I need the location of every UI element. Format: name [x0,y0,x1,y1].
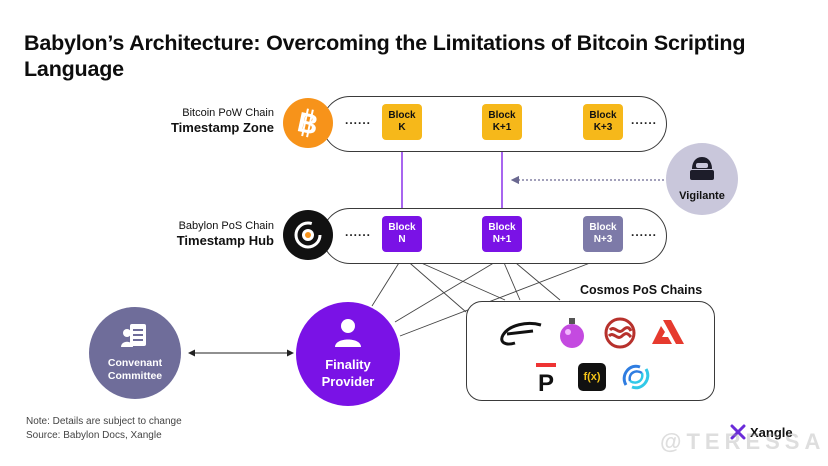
bitcoin-icon: B [283,98,333,148]
cosmos-chains-box: P f(x) [466,301,715,401]
svg-text:P: P [538,370,554,392]
p-logo: P [529,360,563,394]
xangle-logo: Xangle [730,424,793,440]
btc-dots-right: ...... [631,113,658,127]
babylon-dots-left: ...... [345,225,372,239]
potion-logo [555,316,589,350]
xangle-x-icon [730,424,746,440]
cosmos-title: Cosmos PoS Chains [580,283,703,297]
sei-logo [603,316,637,350]
akash-logo [651,316,685,350]
finality-provider-node: Finality Provider [296,302,400,406]
babylon-dots-right: ...... [631,225,658,239]
finality-label: Finality Provider [321,357,375,389]
person-icon [335,319,361,347]
vigilante-label: Vigilante [679,190,725,202]
hacker-icon [690,157,714,180]
author-watermark: @TERESSA [660,429,820,454]
btc-zone-label: Timestamp Zone [170,120,274,135]
convenant-committee-node: Convenant Committee [89,307,181,399]
convenant-label: Convenant Committee [107,357,163,382]
note-text: Note: Details are subject to change [26,416,182,427]
babylon-icon [283,210,333,260]
btc-dots-left: ...... [345,113,372,127]
injective-logo [619,360,653,394]
babylon-hub-label: Timestamp Hub [176,233,274,248]
fx-logo: f(x) [575,360,609,394]
babylon-chain-label: Babylon PoS Chain [178,220,274,232]
committee-icon [121,324,146,347]
page-title: Babylon’s Architecture: Overcoming the L… [24,31,746,81]
source-text: Source: Babylon Docs, Xangle [26,430,162,441]
btc-chain-label: Bitcoin PoW Chain [182,107,274,119]
vigilante-node: Vigilante [666,143,738,215]
e-swoosh-logo [497,317,543,351]
